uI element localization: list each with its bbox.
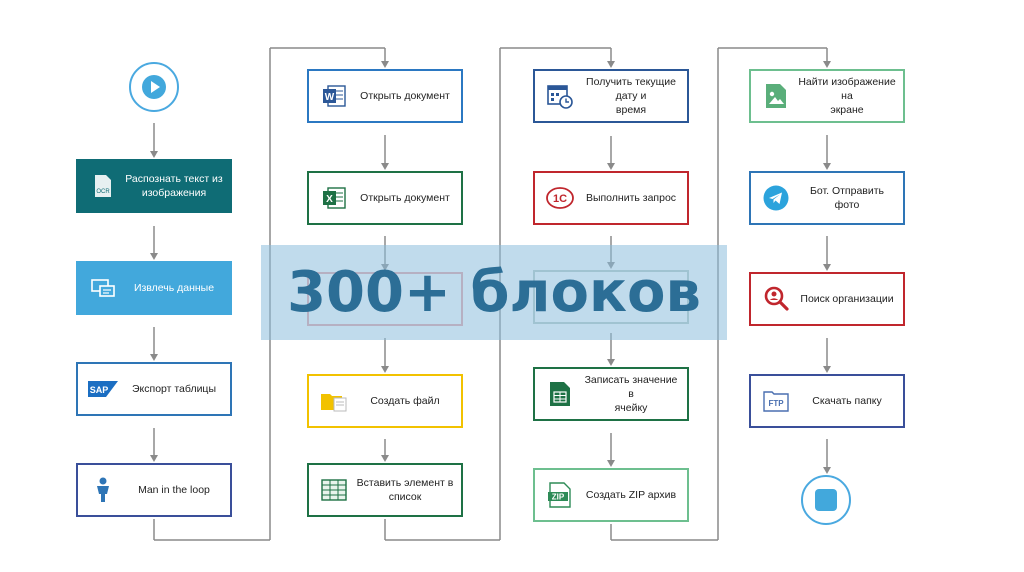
stop-icon <box>815 489 837 511</box>
zip-icon: ZIP <box>545 480 575 510</box>
person-icon <box>88 475 118 505</box>
svg-text:W: W <box>325 92 335 103</box>
connector-arrowhead <box>823 264 831 271</box>
onec-icon: 1С <box>545 183 575 213</box>
calendar-clock-icon <box>545 81 575 111</box>
block-search-organization[interactable]: Поиск организации <box>749 272 905 326</box>
connector-arrowhead <box>150 253 158 260</box>
extract-data-icon <box>88 273 118 303</box>
list-icon <box>319 475 349 505</box>
connector-arrowhead <box>150 455 158 462</box>
block-label: Открыть документ <box>360 192 450 204</box>
sap-icon: SAP <box>88 374 118 404</box>
block-create-file[interactable]: Создать файл <box>307 374 463 428</box>
play-icon <box>142 75 166 99</box>
ftp-icon: FTP <box>761 386 791 416</box>
connector-arrowhead <box>607 460 615 467</box>
connector-arrowhead <box>823 61 831 68</box>
telegram-icon <box>761 183 791 213</box>
connector-arrowhead <box>150 354 158 361</box>
connector-arrowhead <box>823 163 831 170</box>
connector-arrowhead <box>381 366 389 373</box>
block-label: Бот. Отправить фото <box>809 185 885 211</box>
svg-text:X: X <box>326 194 333 205</box>
block-open-excel-document[interactable]: X Открыть документ <box>307 171 463 225</box>
block-label: Создать ZIP архив <box>585 489 677 501</box>
search-org-icon <box>761 284 791 314</box>
svg-text:ZIP: ZIP <box>552 493 565 502</box>
svg-text:OCR: OCR <box>96 189 110 195</box>
block-execute-query[interactable]: 1С Выполнить запрос <box>533 171 689 225</box>
connector-arrowhead <box>607 61 615 68</box>
block-label: Выполнить запрос <box>585 192 677 204</box>
connector-arrowhead <box>823 467 831 474</box>
block-create-zip[interactable]: ZIP Создать ZIP архив <box>533 468 689 522</box>
block-label: Поиск организации <box>800 293 894 305</box>
connector-arrowhead <box>607 359 615 366</box>
block-ocr[interactable]: OCR Распознать текст из изображения <box>76 159 232 213</box>
banner-text: 300+ блоков <box>287 260 701 325</box>
block-label: Открыть документ <box>360 90 450 102</box>
folder-icon <box>319 386 349 416</box>
image-icon <box>761 81 791 111</box>
word-icon: W <box>319 81 349 111</box>
connector-arrowhead <box>381 163 389 170</box>
block-label: Получить текущие дату и время <box>586 76 676 116</box>
block-write-cell[interactable]: Записать значение в ячейку <box>533 367 689 421</box>
connector-arrowhead <box>823 366 831 373</box>
block-get-datetime[interactable]: Получить текущие дату и время <box>533 69 689 123</box>
block-label: Создать файл <box>370 395 440 407</box>
block-label: Скачать папку <box>812 395 882 407</box>
block-insert-list-item[interactable]: Вставить элемент в список <box>307 463 463 517</box>
block-open-word-document[interactable]: W Открыть документ <box>307 69 463 123</box>
block-label: Распознать текст из изображения <box>125 173 223 199</box>
start-node[interactable] <box>129 62 179 112</box>
block-label: Записать значение в ячейку <box>584 374 678 414</box>
stop-node[interactable] <box>801 475 851 525</box>
ocr-icon: OCR <box>88 171 118 201</box>
blocks-count-banner: 300+ блоков <box>261 245 727 340</box>
block-download-folder[interactable]: FTP Скачать папку <box>749 374 905 428</box>
block-label: Вставить элемент в список <box>356 477 454 503</box>
connector-arrowhead <box>381 61 389 68</box>
block-extract-data[interactable]: Извлечь данные <box>76 261 232 315</box>
connector-arrowhead <box>150 151 158 158</box>
block-man-in-the-loop[interactable]: Man in the loop <box>76 463 232 517</box>
block-export-table[interactable]: SAP Экспорт таблицы <box>76 362 232 416</box>
block-bot-send-photo[interactable]: Бот. Отправить фото <box>749 171 905 225</box>
block-label: Найти изображение на экране <box>798 76 896 116</box>
connector-arrowhead <box>607 163 615 170</box>
svg-text:1С: 1С <box>553 193 567 205</box>
svg-text:FTP: FTP <box>768 399 784 408</box>
block-label: Извлечь данные <box>133 282 215 294</box>
svg-text:SAP: SAP <box>90 385 109 395</box>
excel-icon: X <box>319 183 349 213</box>
connector-arrowhead <box>381 455 389 462</box>
block-label: Экспорт таблицы <box>132 383 216 395</box>
sheet-icon <box>545 379 575 409</box>
block-label: Man in the loop <box>138 484 210 496</box>
block-find-image[interactable]: Найти изображение на экране <box>749 69 905 123</box>
